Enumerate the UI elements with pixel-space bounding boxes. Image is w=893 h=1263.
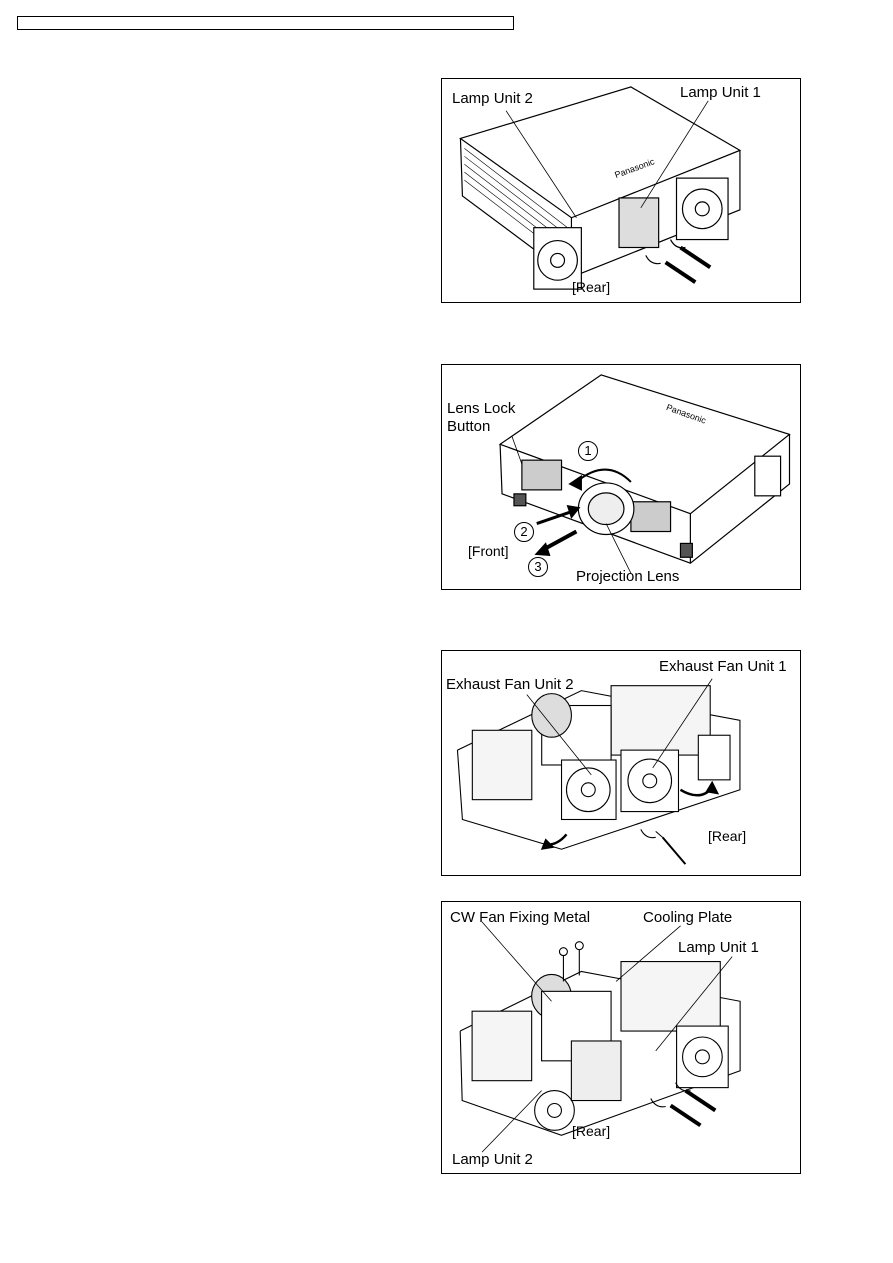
label-rear: [Rear] (572, 1123, 611, 1139)
figure-cw-fan-fixing-metal: CW Fan Fixing Metal Cooling Plate Lamp U… (441, 901, 801, 1174)
label-lamp-unit-2: Lamp Unit 2 (452, 1151, 533, 1168)
figure-exhaust-fan-removal: Exhaust Fan Unit 2 Exhaust Fan Unit 1 [R… (441, 650, 801, 876)
label-front: [Front] (468, 543, 509, 559)
label-projection-lens: Projection Lens (576, 568, 680, 585)
label-lamp-unit-1: Lamp Unit 1 (680, 84, 761, 101)
step-3-marker: 3 (528, 557, 548, 577)
internal-assembly-illustration (459, 921, 741, 1153)
figure-lamp-unit-removal: Panasonic Lamp Unit 2 Lamp Unit 1 [Rear] (441, 78, 801, 303)
label-lens-lock-line2: Button (447, 418, 491, 435)
label-lamp-unit-1: Lamp Unit 1 (678, 939, 759, 956)
projector-front-illustration: Panasonic (498, 374, 791, 574)
exhaust-fan-illustration (456, 678, 741, 865)
label-cooling-plate: Cooling Plate (643, 909, 733, 926)
label-lamp-unit-2: Lamp Unit 2 (452, 90, 533, 107)
label-exhaust-fan-unit-1: Exhaust Fan Unit 1 (659, 658, 787, 675)
label-rear: [Rear] (708, 828, 747, 844)
label-cw-fan-fixing-metal: CW Fan Fixing Metal (450, 909, 591, 926)
step-1-marker: 1 (578, 441, 598, 461)
label-exhaust-fan-unit-2: Exhaust Fan Unit 2 (446, 676, 574, 693)
label-lens-lock-line1: Lens Lock (447, 400, 516, 417)
step-2-marker: 2 (514, 522, 534, 542)
figure-projection-lens-removal: Panasonic Lens Lock Button 1 2 3 [Front]… (441, 364, 801, 590)
page-header-box (17, 16, 514, 30)
projector-rear-illustration: Panasonic (459, 86, 742, 290)
label-rear: [Rear] (572, 279, 611, 295)
